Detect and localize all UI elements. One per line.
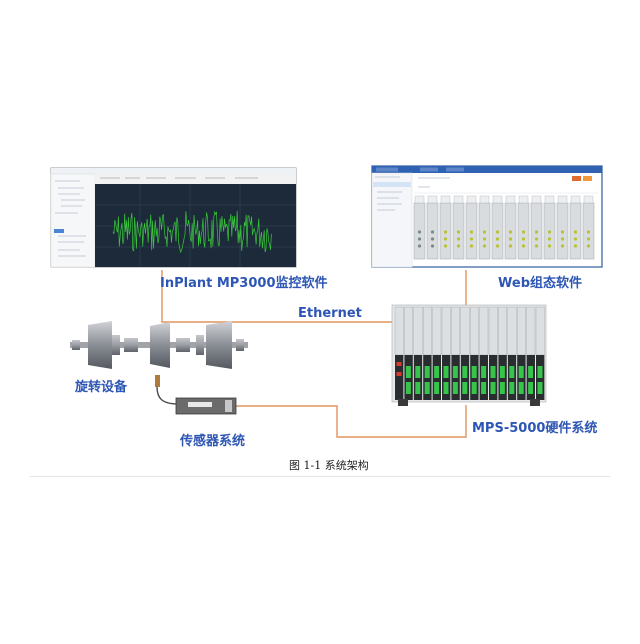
web-module bbox=[413, 195, 426, 260]
rack-module bbox=[394, 306, 404, 400]
web-rack-preview bbox=[413, 195, 595, 260]
vibration-waveform bbox=[112, 210, 272, 254]
rack-module bbox=[507, 306, 517, 400]
connector-sensor-to-hardware bbox=[236, 405, 467, 438]
rack-module bbox=[517, 306, 526, 400]
rack-modules bbox=[394, 306, 545, 400]
web-module bbox=[569, 195, 582, 260]
web-module bbox=[504, 195, 517, 260]
label-sensor-system: 传感器系统 bbox=[180, 434, 246, 449]
web-module bbox=[426, 195, 439, 260]
web-module bbox=[543, 195, 556, 260]
sensor-illustration bbox=[155, 375, 237, 415]
web-module bbox=[439, 195, 452, 260]
rack-module bbox=[526, 306, 536, 400]
rack-module bbox=[535, 306, 545, 400]
label-hardware-system: MPS-5000硬件系统 bbox=[472, 421, 598, 436]
web-module bbox=[452, 195, 465, 260]
monitor-sidebar-lines bbox=[55, 180, 86, 257]
caption-divider bbox=[30, 476, 610, 477]
label-monitor-software: InPlant MP3000监控软件 bbox=[160, 276, 328, 291]
web-module bbox=[582, 195, 595, 260]
label-ethernet: Ethernet bbox=[298, 306, 362, 321]
rack-module bbox=[498, 306, 507, 400]
connector-monitor-to-hardware bbox=[161, 270, 466, 323]
rack-module bbox=[413, 306, 423, 400]
web-software-screenshot bbox=[371, 165, 603, 268]
web-module bbox=[491, 195, 504, 260]
web-module bbox=[556, 195, 569, 260]
figure-caption: 图 1-1 系统架构 bbox=[289, 459, 369, 472]
rack-module bbox=[441, 306, 451, 400]
connectors bbox=[161, 270, 467, 438]
rack-module bbox=[432, 306, 442, 400]
rotating-equipment-illustration bbox=[70, 321, 248, 369]
rack-module bbox=[423, 306, 432, 400]
label-web-software: Web组态软件 bbox=[498, 276, 582, 291]
rack-module bbox=[460, 306, 470, 400]
label-rotating-equipment: 旋转设备 bbox=[75, 380, 128, 395]
rack-module bbox=[479, 306, 489, 400]
web-module bbox=[478, 195, 491, 260]
rack-module bbox=[470, 306, 479, 400]
web-module bbox=[465, 195, 478, 260]
web-module bbox=[517, 195, 530, 260]
rack-module bbox=[404, 306, 413, 400]
monitor-software-screenshot bbox=[50, 167, 297, 268]
rack-module bbox=[488, 306, 498, 400]
rack-module bbox=[451, 306, 460, 400]
hardware-rack-illustration bbox=[391, 304, 547, 406]
web-module bbox=[530, 195, 543, 260]
